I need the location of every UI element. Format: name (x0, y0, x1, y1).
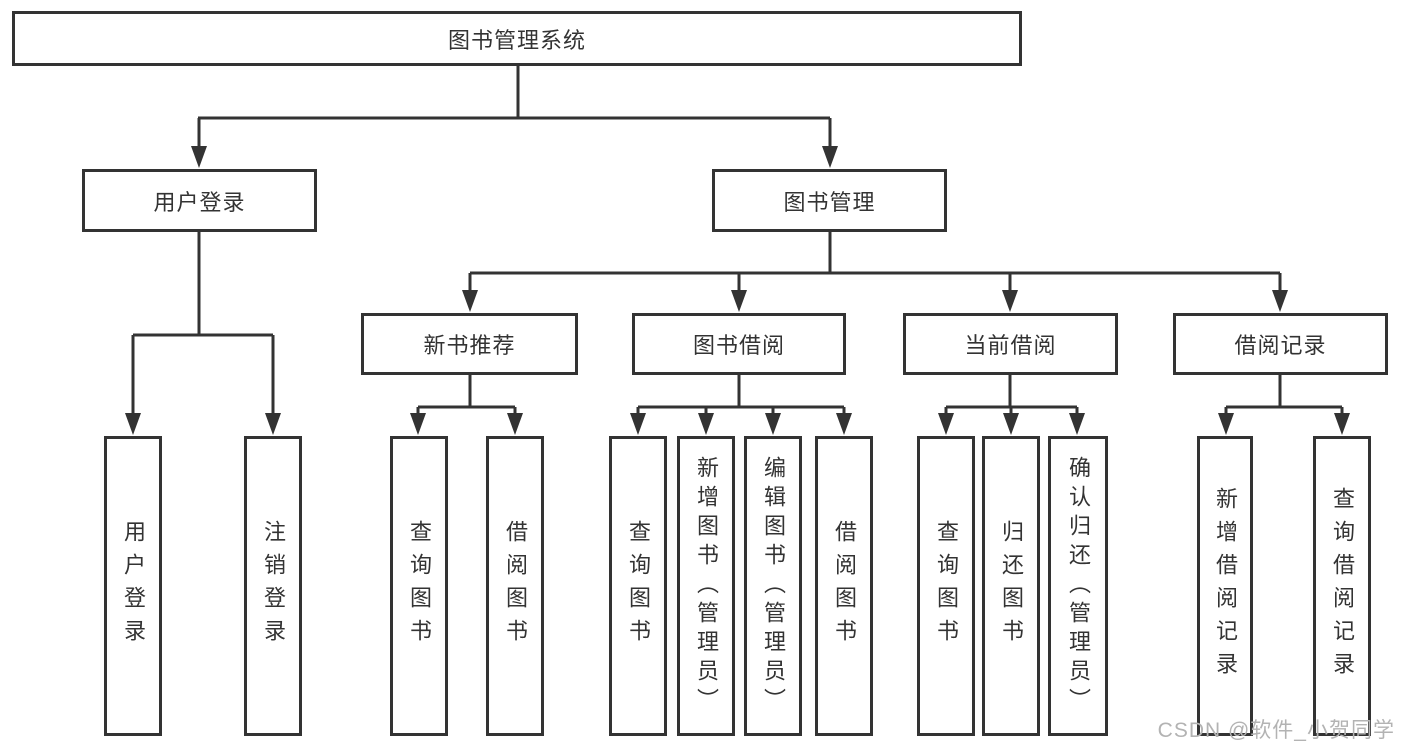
leaf-label: 归还图书 (999, 520, 1024, 652)
leaf-label: 确认归还（管理员） (1066, 455, 1091, 717)
leaf-label: 借阅图书 (503, 520, 528, 652)
leaf-logout: 注销登录 (244, 436, 302, 736)
leaf-label: 注销登录 (261, 520, 286, 652)
node-current-borrow: 当前借阅 (903, 313, 1118, 375)
leaf-add-books-admin: 新增图书（管理员） (677, 436, 735, 736)
leaf-label: 查询图书 (934, 520, 959, 652)
leaf-label: 借阅图书 (832, 520, 857, 652)
leaf-label: 新增图书（管理员） (694, 455, 719, 717)
node-borrow-records: 借阅记录 (1173, 313, 1388, 375)
node-book-borrow: 图书借阅 (632, 313, 846, 375)
csdn-watermark: CSDN @软件_小贺同学 (1157, 719, 1395, 742)
node-user-login: 用户登录 (82, 169, 317, 232)
leaf-label: 新增借阅记录 (1213, 487, 1238, 685)
leaf-query-books-1: 查询图书 (390, 436, 448, 736)
node-new-book-recommend: 新书推荐 (361, 313, 578, 375)
node-book-management: 图书管理 (712, 169, 947, 232)
leaf-return-books: 归还图书 (982, 436, 1040, 736)
leaf-label: 查询借阅记录 (1330, 487, 1355, 685)
node-root: 图书管理系统 (12, 11, 1022, 66)
leaf-borrow-books-1: 借阅图书 (486, 436, 544, 736)
leaf-label: 查询图书 (407, 520, 432, 652)
leaf-label: 用户登录 (121, 520, 146, 652)
leaf-user-login: 用户登录 (104, 436, 162, 736)
leaf-borrow-books-2: 借阅图书 (815, 436, 873, 736)
leaf-confirm-return-admin: 确认归还（管理员） (1048, 436, 1108, 736)
leaf-label: 查询图书 (626, 520, 651, 652)
leaf-add-borrow-record: 新增借阅记录 (1197, 436, 1253, 736)
leaf-edit-books-admin: 编辑图书（管理员） (744, 436, 802, 736)
leaf-query-borrow-record: 查询借阅记录 (1313, 436, 1371, 736)
leaf-query-books-3: 查询图书 (917, 436, 975, 736)
leaf-query-books-2: 查询图书 (609, 436, 667, 736)
leaf-label: 编辑图书（管理员） (761, 455, 786, 717)
